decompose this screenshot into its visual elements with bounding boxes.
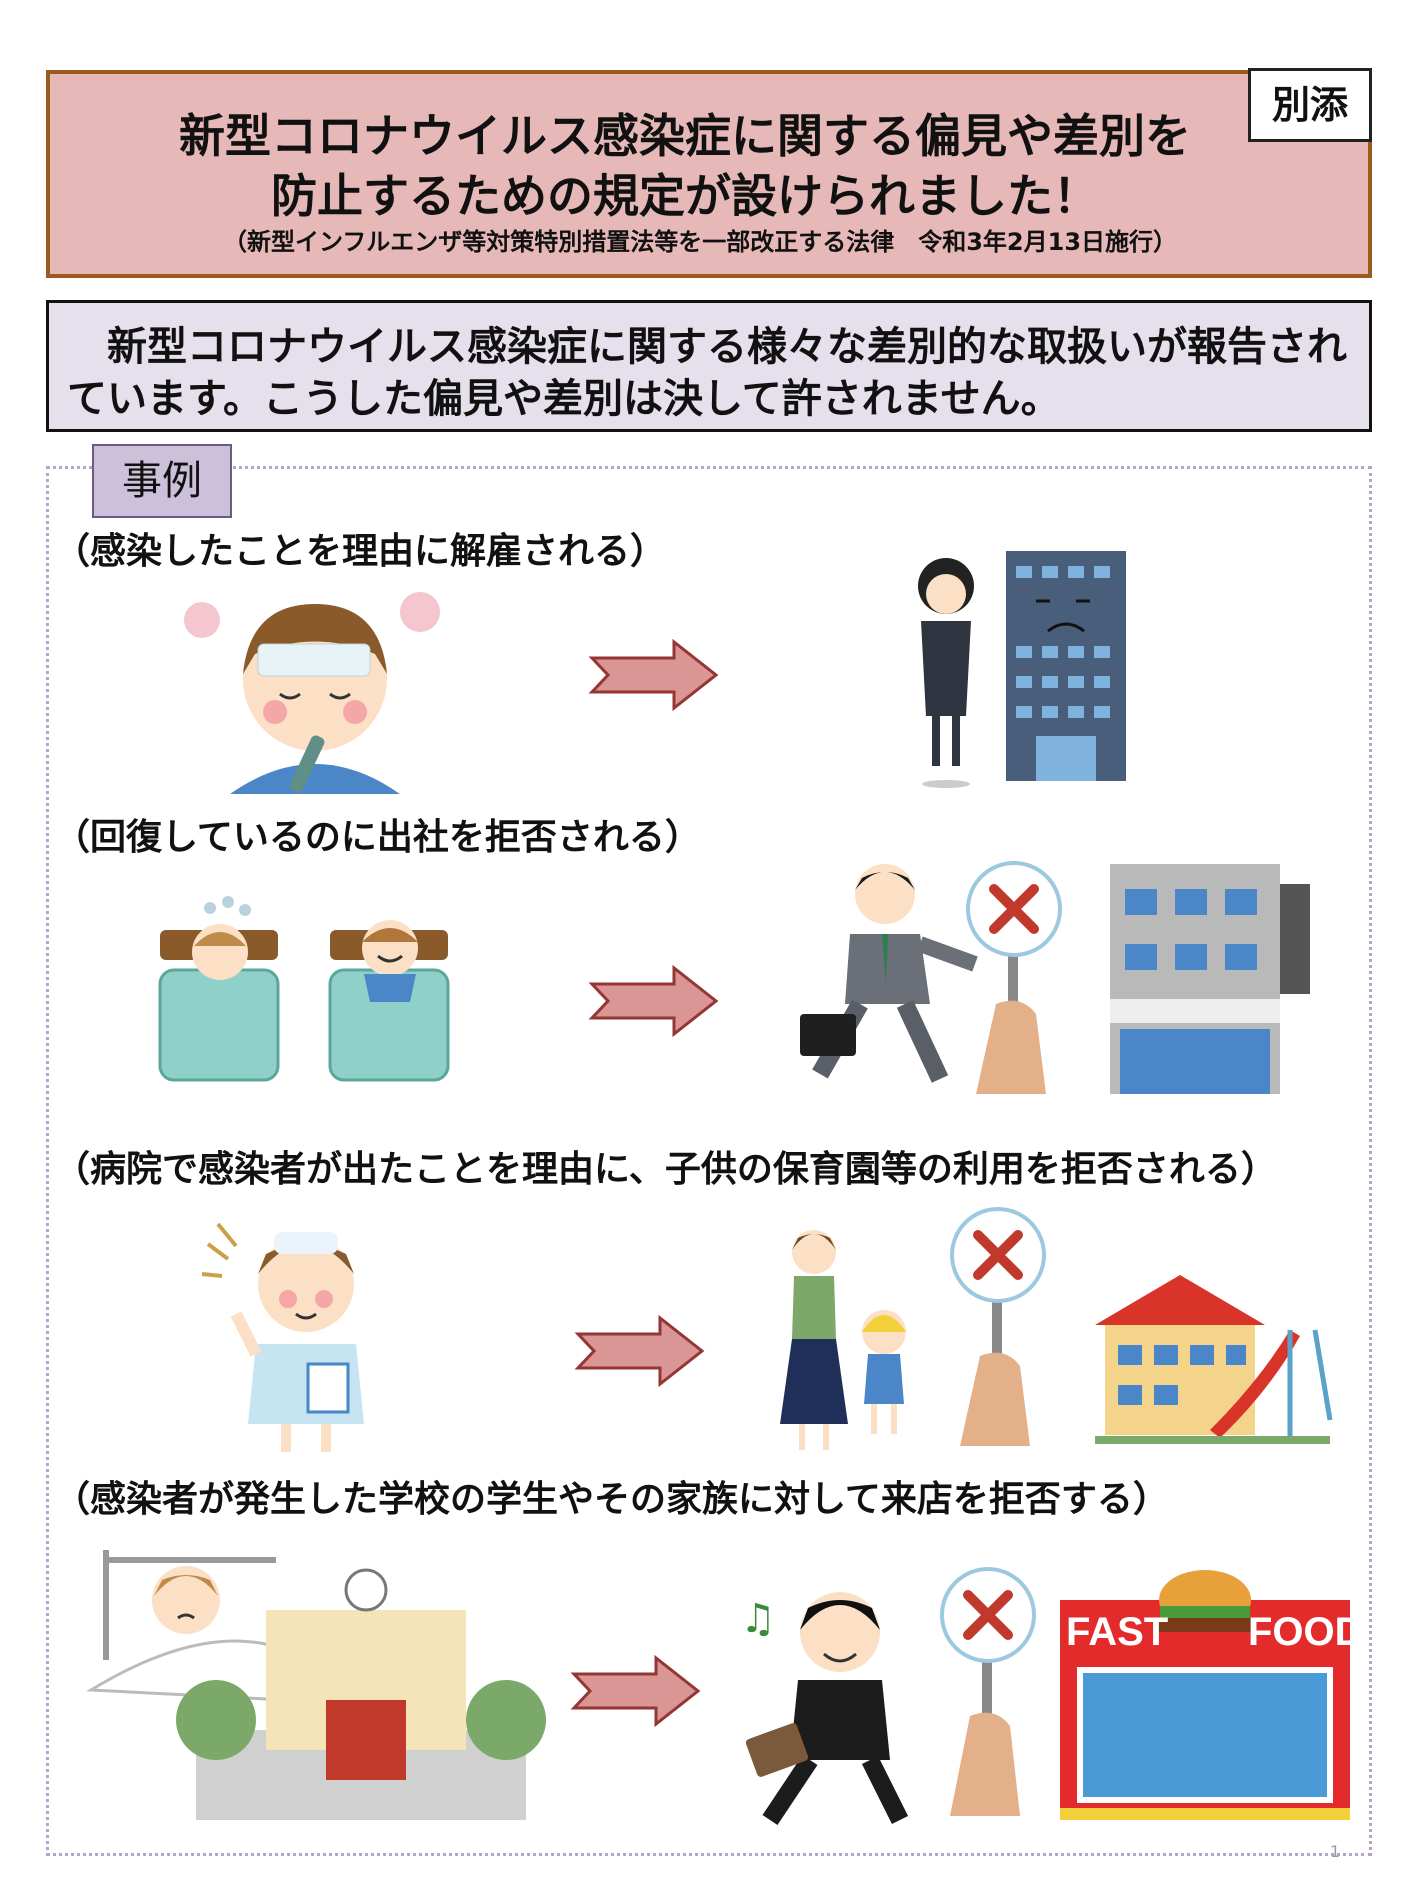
fast-food-store-graphic (1060, 1570, 1350, 1820)
annex-tag: 別添 (1248, 68, 1372, 142)
case-label-2: （回復しているのに出社を拒否される） (54, 817, 701, 858)
store-sign-right: FOOD (1248, 1610, 1364, 1654)
title-line-1: 新型コロナウイルス感染症に関する偏見や差別を (179, 109, 1191, 163)
title-subtitle: （新型インフルエンザ等対策特別措置法等を一部改正する法律 令和3年2月13日施行… (222, 228, 1178, 256)
nursery-school-illustration (1095, 1275, 1333, 1444)
intro-box: 新型コロナウイルス感染症に関する様々な差別的な取扱いが報告されています。こうした… (46, 300, 1372, 432)
examples-label: 事例 (92, 444, 232, 518)
office-building-illustration (1110, 864, 1310, 1094)
dismissed-worker-illustration (918, 551, 1126, 788)
school-and-sick-student-illustration (86, 1550, 546, 1820)
case-label-4: （感染者が発生した学校の学生やその家族に対して来店を拒否する） (54, 1479, 1169, 1520)
running-student-illustration: ♫ (740, 1592, 909, 1825)
nurse-illustration (201, 1222, 364, 1452)
arrow-3 (574, 1314, 705, 1388)
page-number: 1 (1330, 1842, 1341, 1861)
arrow-4 (570, 1654, 701, 1728)
title-box (46, 70, 1372, 278)
title-line-2: 防止するための規定が設けられました！ (271, 169, 1099, 223)
case-label-3: （病院で感染者が出たことを理由に、子供の保育園等の利用を拒否される） (54, 1149, 1277, 1190)
reject-sign-illustration-2 (950, 1207, 1046, 1446)
parent-and-child-illustration (780, 1230, 906, 1450)
case-label-1: （感染したことを理由に解雇される） (54, 531, 667, 572)
reject-sign-illustration-3 (940, 1567, 1036, 1816)
intro-text: 新型コロナウイルス感染症に関する様々な差別的な取扱いが報告されています。こうした… (67, 324, 1347, 422)
arrow-1 (588, 638, 719, 712)
fast-food-store-illustration: FAST FOOD (1060, 1560, 1364, 1820)
examples-frame (46, 466, 1372, 1856)
store-sign-left: FAST (1066, 1610, 1169, 1654)
arrow-2 (588, 964, 719, 1038)
sick-child-illustration (184, 592, 440, 794)
recovery-in-bed-illustration (158, 896, 450, 1082)
svg-text:♫: ♫ (740, 1596, 776, 1642)
businessman-running-illustration (800, 864, 978, 1083)
reject-sign-illustration-1 (966, 861, 1062, 1094)
